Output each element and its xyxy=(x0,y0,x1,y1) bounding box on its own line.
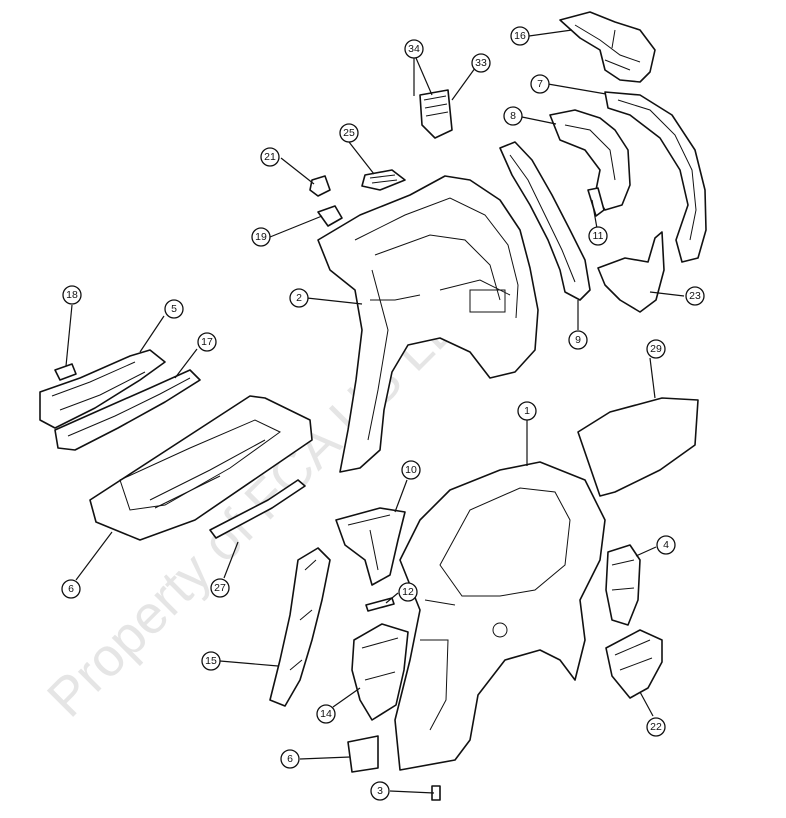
part-6-lower-bracket xyxy=(347,735,379,773)
svg-text:10: 10 xyxy=(405,464,417,476)
svg-text:27: 27 xyxy=(214,582,226,594)
callout-9: 9 xyxy=(568,330,588,350)
svg-text:1: 1 xyxy=(524,405,530,417)
callout-23: 23 xyxy=(685,286,705,306)
svg-text:18: 18 xyxy=(66,289,78,301)
callout-22: 22 xyxy=(646,717,666,737)
part-19-bracket xyxy=(317,205,343,227)
callout-17: 17 xyxy=(197,332,217,352)
svg-text:2: 2 xyxy=(296,292,302,304)
callout-29: 29 xyxy=(646,339,666,359)
svg-text:21: 21 xyxy=(264,151,276,163)
callout-2: 2 xyxy=(289,288,309,308)
part-8-bracket xyxy=(549,109,631,211)
part-10-bracket xyxy=(335,507,406,586)
callout-3: 3 xyxy=(370,781,390,801)
callout-15: 15 xyxy=(201,651,221,671)
part-12-clip xyxy=(365,597,395,612)
svg-text:22: 22 xyxy=(650,721,662,733)
svg-text:5: 5 xyxy=(171,303,177,315)
callout-10: 10 xyxy=(401,460,421,480)
part-23-bracket xyxy=(597,231,665,313)
part-6-floor-assembly xyxy=(89,395,313,541)
part-9-pillar xyxy=(499,141,591,301)
callout-4: 4 xyxy=(656,535,676,555)
svg-text:25: 25 xyxy=(343,127,355,139)
svg-text:14: 14 xyxy=(320,708,332,720)
svg-text:33: 33 xyxy=(475,57,487,69)
callout-21: 21 xyxy=(260,147,280,167)
svg-text:16: 16 xyxy=(514,30,526,42)
callout-25: 25 xyxy=(339,123,359,143)
part-21-bracket xyxy=(309,175,331,197)
svg-text:15: 15 xyxy=(205,655,217,667)
part-17-rail xyxy=(54,369,201,451)
part-22-bracket xyxy=(605,629,663,699)
svg-text:29: 29 xyxy=(650,343,662,355)
svg-text:3: 3 xyxy=(377,785,383,797)
svg-text:11: 11 xyxy=(593,230,604,242)
part-29-glass xyxy=(577,397,699,497)
callout-27: 27 xyxy=(210,578,230,598)
part-5-rail xyxy=(39,349,166,429)
svg-text:12: 12 xyxy=(402,586,414,598)
part-18-clip xyxy=(54,363,77,381)
callout-19: 19 xyxy=(251,227,271,247)
svg-text:34: 34 xyxy=(408,43,420,55)
callout-11: 11 xyxy=(588,226,608,246)
callout-14: 14 xyxy=(316,704,336,724)
part-4-bracket xyxy=(605,544,641,626)
part-14-bracket xyxy=(351,623,409,721)
callout-8: 8 xyxy=(503,106,523,126)
callout-34: 34 xyxy=(404,39,424,59)
svg-text:17: 17 xyxy=(201,336,213,348)
svg-text:6: 6 xyxy=(68,583,74,595)
callout-18: 18 xyxy=(62,285,82,305)
part-16-upper-bracket xyxy=(559,11,656,83)
leader-lines xyxy=(65,29,685,794)
callout-1: 1 xyxy=(517,401,537,421)
svg-text:4: 4 xyxy=(663,539,669,551)
part-7-reinforcement xyxy=(604,91,707,263)
svg-text:23: 23 xyxy=(689,290,701,302)
callout-6-lower: 6 xyxy=(280,749,300,769)
callout-7: 7 xyxy=(530,74,550,94)
svg-text:6: 6 xyxy=(287,753,293,765)
part-25-plate xyxy=(361,169,406,191)
callout-12: 12 xyxy=(398,582,418,602)
part-3-fastener xyxy=(431,785,441,801)
part-27-strip xyxy=(209,479,306,539)
svg-text:19: 19 xyxy=(255,231,267,243)
part-33-plate xyxy=(419,89,453,139)
part-2-inner-panel xyxy=(317,175,539,473)
callout-16: 16 xyxy=(510,26,530,46)
part-15-pillar xyxy=(269,547,331,707)
callout-5: 5 xyxy=(164,299,184,319)
svg-text:7: 7 xyxy=(537,78,543,90)
svg-text:9: 9 xyxy=(575,334,581,346)
svg-text:8: 8 xyxy=(510,110,516,122)
part-1-outer-panel xyxy=(394,461,606,771)
callout-6-floor: 6 xyxy=(61,579,81,599)
callout-33: 33 xyxy=(471,53,491,73)
